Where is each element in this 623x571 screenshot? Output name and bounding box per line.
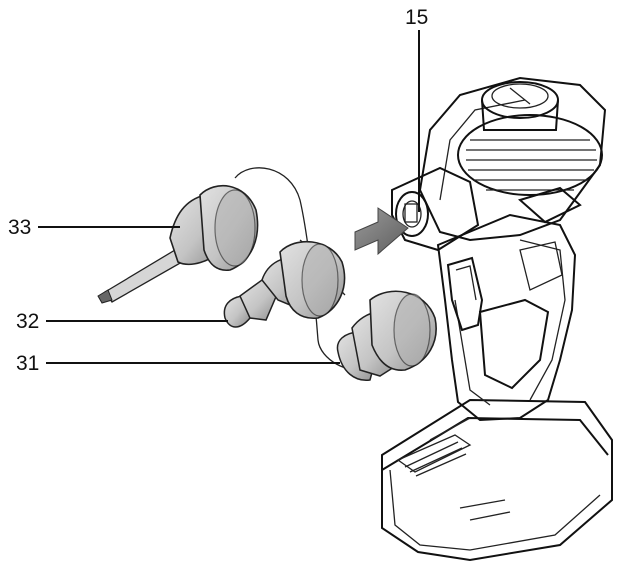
callout-31: 31 xyxy=(16,352,39,375)
insert-arrow xyxy=(354,207,409,256)
wide-adapter xyxy=(336,290,437,381)
handle xyxy=(436,213,577,422)
needle-adapter xyxy=(97,184,259,304)
callout-15: 15 xyxy=(405,6,428,29)
battery-pack xyxy=(381,398,613,562)
inflator-tool xyxy=(381,76,613,562)
callout-32: 32 xyxy=(16,310,39,333)
cone-adapter xyxy=(223,240,346,328)
callout-33: 33 xyxy=(8,216,31,239)
